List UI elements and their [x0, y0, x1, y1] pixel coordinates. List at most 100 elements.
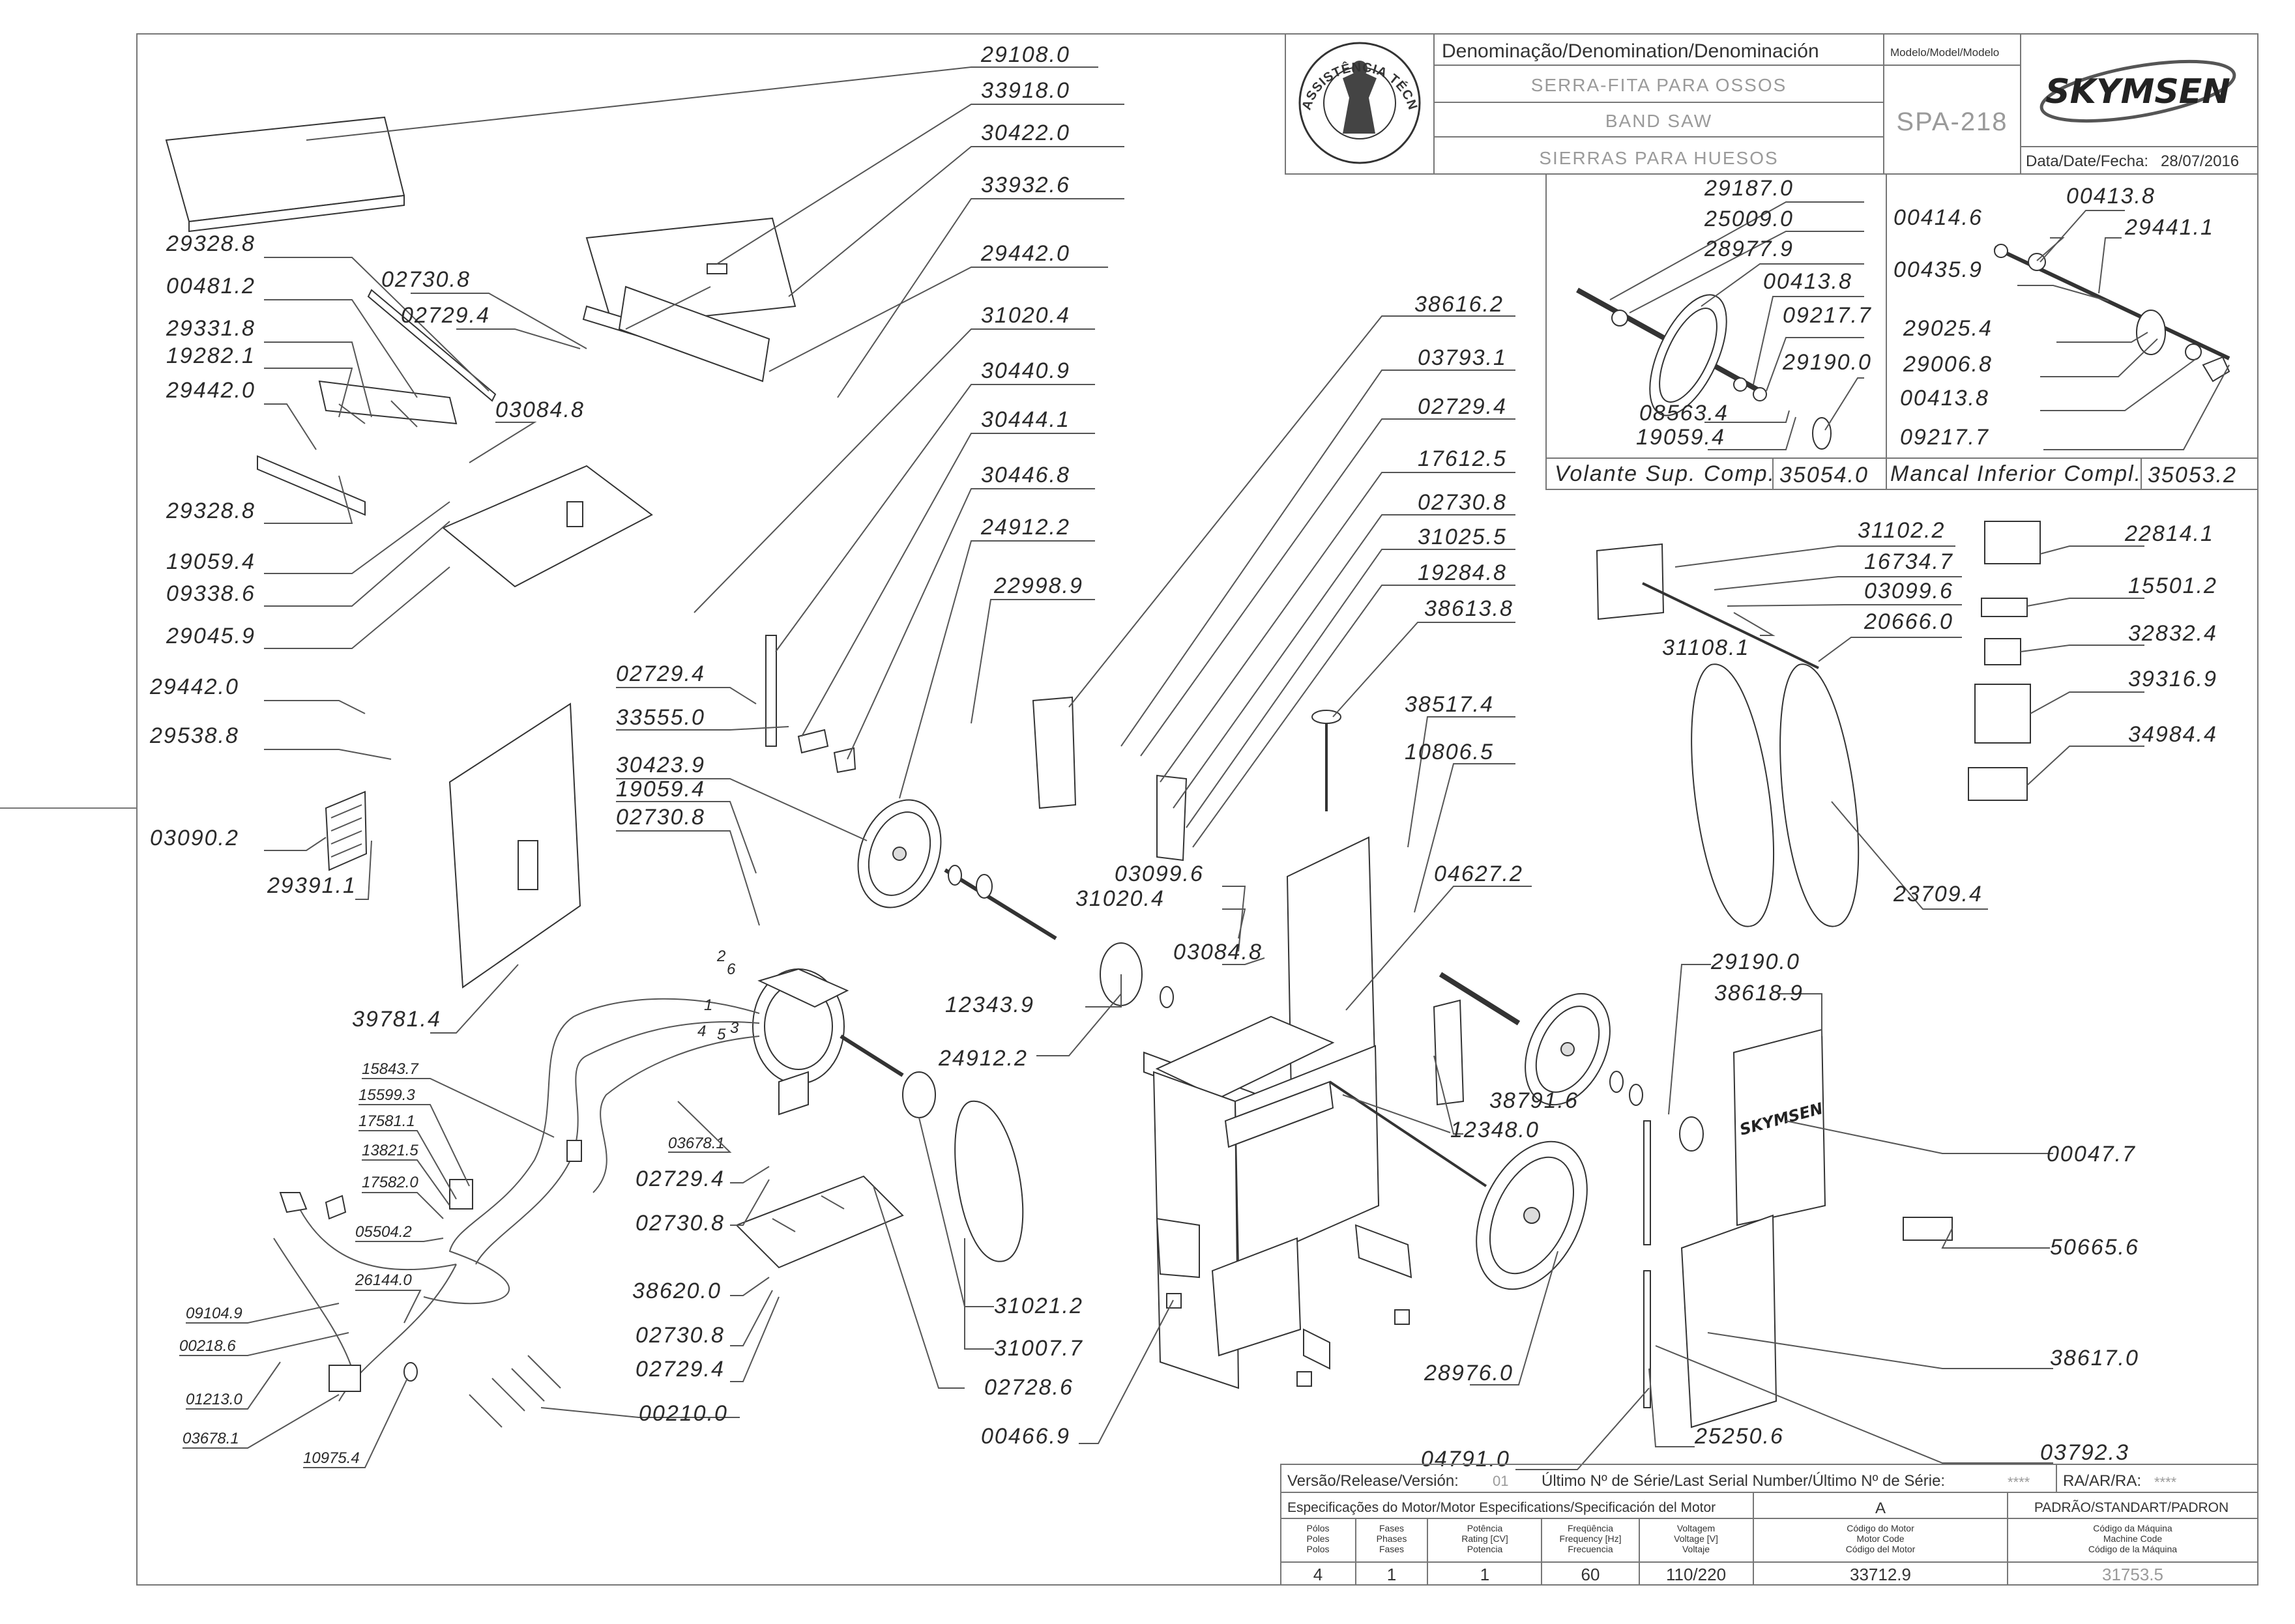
- part-number: 03084.8: [495, 398, 585, 422]
- upper-guide-post: [765, 635, 856, 774]
- part-number: 29006.8: [1903, 352, 1993, 377]
- part-number: 38616.2: [1414, 292, 1504, 317]
- power-value: 1: [1480, 1565, 1489, 1584]
- part-number: 20666.0: [1864, 609, 1953, 634]
- model-header: Modelo/Model/Modelo: [1890, 46, 1999, 59]
- voltage-value: 110/220: [1666, 1565, 1726, 1584]
- part-number: 12348.0: [1450, 1118, 1540, 1142]
- motor-spec-label: Especificações do Motor/Motor Especifica…: [1287, 1500, 1716, 1515]
- motor: [752, 968, 936, 1118]
- part-number: 10806.5: [1405, 740, 1494, 764]
- part-number: 16734.7: [1864, 549, 1953, 574]
- part-number: 33555.0: [616, 705, 705, 730]
- vertical-rods: [1643, 1120, 1651, 1408]
- part-number: 02730.8: [616, 805, 705, 830]
- part-number: 34984.4: [2128, 722, 2217, 747]
- version-value: 01: [1493, 1473, 1508, 1489]
- part-number: 23709.4: [1893, 882, 1983, 906]
- electrical-part-number: 13821.5: [362, 1142, 418, 1159]
- part-number: 02730.8: [1418, 490, 1507, 515]
- saw-blade: [1691, 663, 1860, 927]
- part-number: 29538.8: [149, 723, 239, 748]
- part-number: 19284.8: [1418, 560, 1507, 585]
- top-table: [165, 116, 405, 233]
- table-rails: [582, 285, 770, 383]
- electrical-part-number: 15599.3: [358, 1086, 415, 1104]
- upper-flywheel-code: 35054.0: [1779, 463, 1869, 487]
- name-en: BAND SAW: [1605, 111, 1712, 131]
- poles-value: 4: [1313, 1565, 1323, 1584]
- part-number: 08563.4: [1639, 401, 1729, 426]
- electrical-labels: 15843.7 15599.3 17581.1 13821.5 17582.0 …: [179, 1060, 732, 1468]
- drive-belt: [954, 1100, 1024, 1262]
- part-number: 04791.0: [1421, 1447, 1510, 1472]
- standard-label: PADRÃO/STANDART/PADRON: [2034, 1500, 2229, 1515]
- part-number: 03099.6: [1864, 579, 1953, 603]
- part-number: 19059.4: [616, 777, 705, 802]
- inset-box-upper-flywheel: Volante Sup. Comp. 35054.0: [1545, 173, 1887, 490]
- part-number: 00413.8: [1900, 386, 1989, 411]
- part-number: 31020.4: [981, 303, 1070, 328]
- door-lower: [1680, 1214, 1777, 1428]
- part-number: 09217.7: [1900, 425, 1989, 450]
- vent-grille: [325, 790, 368, 871]
- part-number: 00466.9: [981, 1424, 1070, 1449]
- part-number: 17612.5: [1418, 446, 1507, 471]
- date-label: Data/Date/Fecha:: [2026, 152, 2148, 170]
- ra-label: RA/AR/RA:: [2063, 1472, 2141, 1490]
- part-number: 02729.4: [1418, 394, 1507, 419]
- part-number: 02729.4: [636, 1357, 725, 1382]
- leader-lines: [264, 66, 2230, 1470]
- fence-assembly: [257, 289, 497, 516]
- wire-number: 4: [697, 1022, 706, 1040]
- serial-value: ****: [2008, 1474, 2030, 1490]
- part-number: 00414.6: [1893, 205, 1983, 230]
- inset-box-lower-bearing: Mancal Inferior Compl. 35053.2: [1886, 173, 2258, 490]
- blade-tension-bar: [1596, 543, 1819, 669]
- part-number: 38618.9: [1714, 981, 1804, 1006]
- part-number: 02729.4: [401, 303, 490, 328]
- cable-ties: [469, 1355, 561, 1428]
- part-number: 29441.1: [2124, 215, 2214, 240]
- part-number: 29328.8: [166, 231, 256, 256]
- part-number: 29328.8: [166, 499, 256, 523]
- phases-value: 1: [1387, 1565, 1396, 1584]
- motor-code-value: 33712.9: [1850, 1565, 1911, 1584]
- upper-flywheel-label: Volante Sup. Comp.: [1555, 461, 1776, 486]
- electrical-part-number: 10975.4: [303, 1449, 360, 1467]
- part-number: 00413.8: [1763, 269, 1852, 294]
- wire-number: 3: [730, 1019, 739, 1037]
- date-value: 28/07/2016: [2161, 152, 2239, 170]
- electrical-part-number: 05504.2: [355, 1223, 412, 1241]
- part-number: 38620.0: [632, 1279, 722, 1303]
- wire-number: 1: [704, 996, 712, 1014]
- part-number: 31025.5: [1418, 525, 1507, 549]
- part-number: 25250.6: [1694, 1424, 1784, 1449]
- brand-name: SKYMSEN: [2045, 72, 2230, 111]
- part-number: 03792.3: [2040, 1440, 2129, 1465]
- electrical-part-number: 03678.1: [668, 1135, 725, 1152]
- part-number: 19282.1: [166, 343, 256, 368]
- part-number: 38613.8: [1424, 596, 1513, 621]
- part-number: 15501.2: [2128, 573, 2217, 598]
- electrical-part-number: 26144.0: [355, 1271, 412, 1289]
- part-number: 02728.6: [984, 1375, 1074, 1400]
- electrical-part-number: 15843.7: [362, 1060, 419, 1078]
- name-pt: SERRA-FITA PARA OSSOS: [1531, 75, 1787, 95]
- serial-label: Último Nº de Série/Last Serial Number/Úl…: [1542, 1472, 1945, 1490]
- part-number: 29045.9: [166, 624, 256, 648]
- part-number: 25009.0: [1704, 207, 1794, 231]
- wiring-harness: [273, 998, 760, 1402]
- blade-guard: [1032, 696, 1188, 862]
- part-number: 30446.8: [981, 463, 1070, 487]
- part-number: 29442.0: [166, 378, 256, 403]
- part-number: 30440.9: [981, 358, 1070, 383]
- part-number: 02730.8: [636, 1211, 725, 1236]
- part-number: 29187.0: [1704, 176, 1794, 201]
- part-number: 29190.0: [1782, 350, 1872, 375]
- part-number: 38517.4: [1405, 692, 1494, 717]
